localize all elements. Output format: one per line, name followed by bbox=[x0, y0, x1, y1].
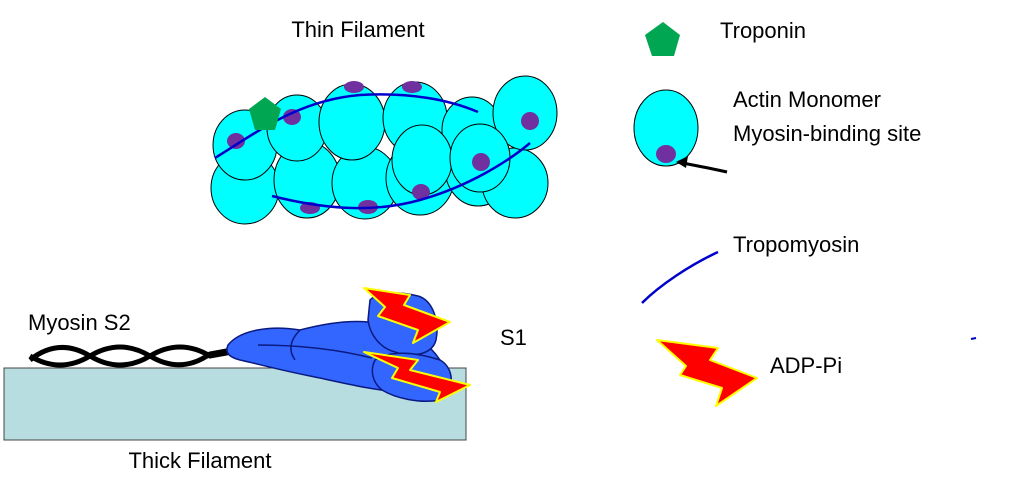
legend: Troponin Actin Monomer Myosin-binding si… bbox=[633, 18, 977, 407]
arrowhead-icon bbox=[676, 156, 688, 168]
troponin-legend-icon bbox=[645, 22, 680, 56]
myosin-binding-site bbox=[402, 81, 422, 93]
thin-filament: Thin Filament bbox=[210, 17, 558, 225]
myosin-head-outline bbox=[257, 344, 373, 359]
s2-strand bbox=[28, 344, 233, 368]
adp-pi-legend-icon bbox=[656, 339, 758, 407]
troponin-label: Troponin bbox=[720, 18, 806, 43]
actin-monomer bbox=[492, 75, 558, 151]
thin-filament-label: Thin Filament bbox=[291, 17, 424, 42]
actin-monomer bbox=[266, 94, 328, 162]
myosin-binding-site bbox=[227, 133, 245, 149]
myosin-binding-site bbox=[472, 153, 490, 171]
myosin-binding-site bbox=[283, 109, 301, 125]
myosin-binding-site bbox=[344, 81, 364, 93]
myosin-binding-site bbox=[412, 184, 430, 200]
myosin-binding-site-label: Myosin-binding site bbox=[733, 121, 921, 146]
tropomyosin-legend-icon bbox=[641, 250, 719, 304]
myosin-binding-site-legend-icon bbox=[656, 145, 676, 163]
adp-pi-bolt-icon bbox=[363, 287, 451, 344]
adp-pi-bolt-icon bbox=[363, 351, 471, 403]
s1-label: S1 bbox=[500, 325, 527, 350]
myosin-binding-site bbox=[521, 112, 539, 130]
adp-pi-label: ADP-Pi bbox=[770, 353, 842, 378]
tropomyosin-strand bbox=[271, 142, 531, 210]
actin-monomer-legend-icon bbox=[633, 89, 699, 167]
myosin-s2-coil bbox=[28, 344, 233, 368]
actin-monomer-label: Actin Monomer bbox=[733, 87, 881, 112]
tropomyosin-strands bbox=[214, 93, 531, 210]
s2-strand bbox=[28, 344, 233, 368]
tropomyosin-strand bbox=[214, 93, 479, 160]
myosin-s2-label: Myosin S2 bbox=[28, 310, 131, 335]
thick-filament-group: Myosin S2 S1 Thick Filament bbox=[3, 287, 527, 473]
stray-mark bbox=[970, 337, 977, 340]
tropomyosin-label: Tropomyosin bbox=[733, 232, 859, 257]
myosin-head-outline bbox=[290, 329, 301, 361]
troponin-icon bbox=[249, 97, 281, 130]
thick-filament-label: Thick Filament bbox=[128, 448, 271, 473]
